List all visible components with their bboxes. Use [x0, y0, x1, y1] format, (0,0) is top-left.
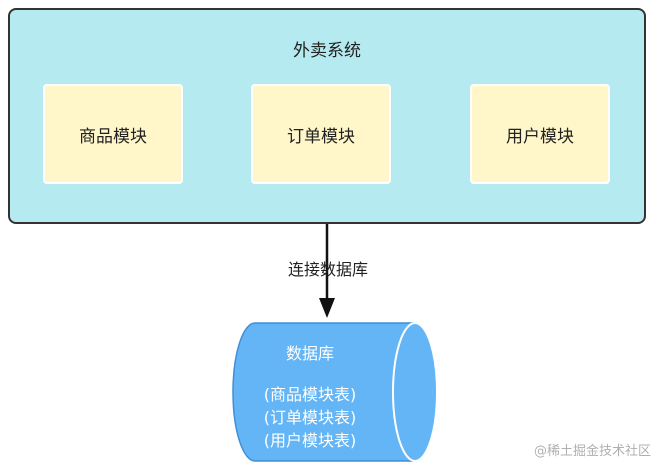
system-title: 外卖系统 — [293, 41, 361, 61]
database-table-product: (商品模块表) — [263, 385, 357, 404]
connection-arrowhead — [319, 298, 335, 318]
database-title: 数据库 — [285, 344, 334, 363]
database-table-order: (订单模块表) — [263, 408, 357, 427]
module-product: 商品模块 — [43, 84, 183, 184]
database-table-user: (用户模块表) — [263, 431, 357, 450]
watermark: @稀土掘金技术社区 — [533, 444, 651, 459]
connection-label: 连接数据库 — [287, 260, 368, 279]
database-end-cap — [392, 322, 438, 462]
module-order: 订单模块 — [251, 84, 391, 184]
module-user: 用户模块 — [470, 84, 610, 184]
